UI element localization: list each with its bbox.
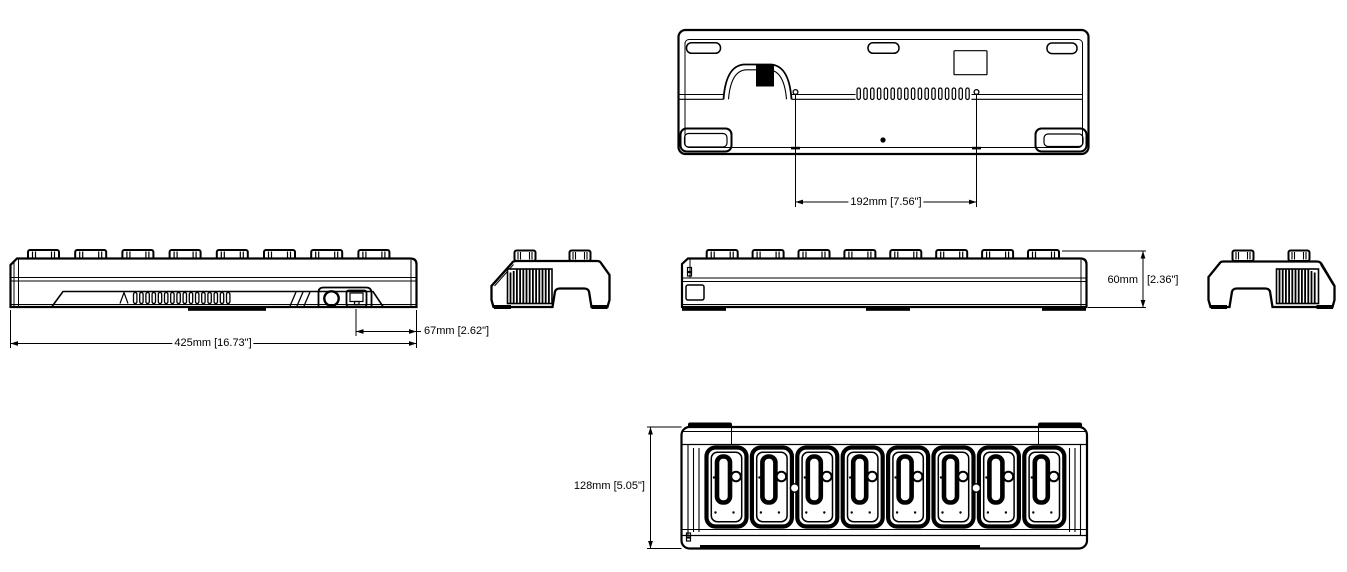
top-screw-hole-right — [971, 483, 982, 493]
dimension-67 — [355, 309, 421, 336]
center-screw-dot — [880, 137, 886, 143]
right-end-view — [1207, 249, 1336, 309]
screw-hole-left — [792, 88, 799, 96]
top-screw-hole-left — [789, 483, 800, 493]
keyhole-slot-center — [867, 41, 900, 55]
vent-start — [119, 290, 129, 304]
dc-power-jack — [323, 290, 340, 307]
dimension-label-60mm-inches: [2.36"] — [1145, 274, 1181, 286]
keyhole-slot-left — [685, 41, 722, 55]
rear-panel — [51, 286, 384, 308]
cable-exit-block — [756, 64, 774, 87]
bottom-vent-row — [855, 87, 972, 101]
panel-ridges — [289, 291, 311, 307]
front-view — [680, 249, 1146, 311]
top-led-block — [685, 532, 692, 542]
right-end-vent-grille — [1275, 268, 1320, 305]
front-label-recess — [685, 284, 705, 301]
dimension-label-425mm: 425mm [16.73"] — [172, 337, 254, 349]
left-end-vent-grille — [506, 268, 553, 305]
lan-port — [345, 289, 368, 308]
bottom-view — [677, 28, 1090, 207]
screw-hole-right — [973, 88, 980, 96]
rear-vent-grille — [132, 291, 231, 305]
dimension-label-128mm: 128mm [5.05"] — [571, 480, 647, 492]
status-led-block — [686, 266, 693, 277]
cable-recess — [722, 63, 793, 100]
rear-view — [9, 249, 421, 348]
rear-foot — [188, 307, 266, 311]
dimension-label-67mm: 67mm [2.62"] — [422, 325, 492, 337]
dimension-128 — [647, 426, 682, 549]
left-end-view — [490, 249, 611, 309]
dimension-label-60mm: 60mm — [1105, 274, 1140, 286]
dimension-label-192mm: 192mm [7.56"] — [848, 196, 924, 208]
bottom-feet — [679, 127, 1088, 153]
keyhole-slot-right — [1046, 42, 1078, 55]
label-recess — [953, 50, 988, 76]
top-view — [647, 422, 1089, 550]
dimension-60 — [1062, 250, 1146, 308]
